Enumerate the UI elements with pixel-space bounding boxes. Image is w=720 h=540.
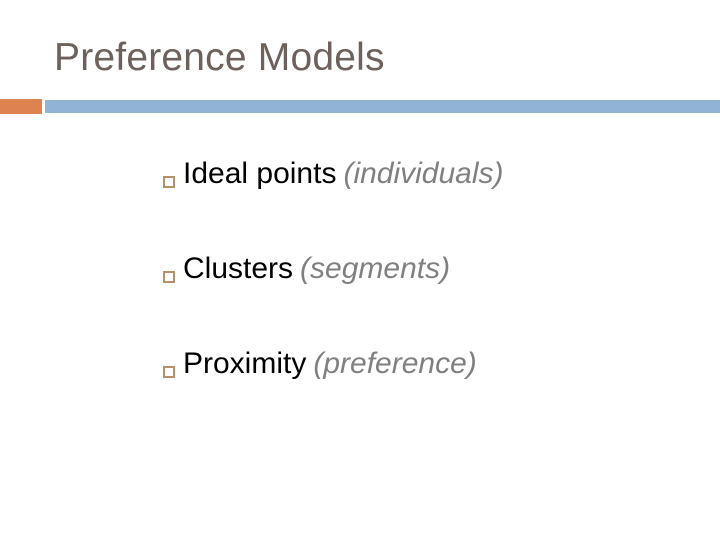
divider-bar — [45, 100, 720, 113]
list-item: Proximity(preference) — [163, 346, 683, 441]
list-item: Clusters(segments) — [163, 251, 683, 346]
title-divider — [0, 99, 720, 114]
bullet-list: Ideal points(individuals) Clusters(segme… — [163, 156, 683, 441]
hollow-square-bullet-icon — [163, 366, 175, 378]
list-item-text: Ideal points(individuals) — [183, 156, 683, 192]
list-item-label: Ideal points — [183, 157, 337, 190]
page-title: Preference Models — [54, 36, 385, 79]
list-item-qualifier: (preference) — [313, 347, 477, 380]
list-item-label: Proximity — [183, 347, 307, 380]
list-item-label: Clusters — [183, 252, 294, 285]
list-item: Ideal points(individuals) — [163, 156, 683, 251]
list-item-text: Clusters(segments) — [183, 251, 683, 287]
hollow-square-bullet-icon — [163, 176, 175, 188]
hollow-square-bullet-icon — [163, 271, 175, 283]
list-item-text: Proximity(preference) — [183, 346, 683, 382]
divider-accent-block — [0, 99, 42, 114]
list-item-qualifier: (individuals) — [343, 157, 504, 190]
list-item-qualifier: (segments) — [300, 252, 451, 285]
